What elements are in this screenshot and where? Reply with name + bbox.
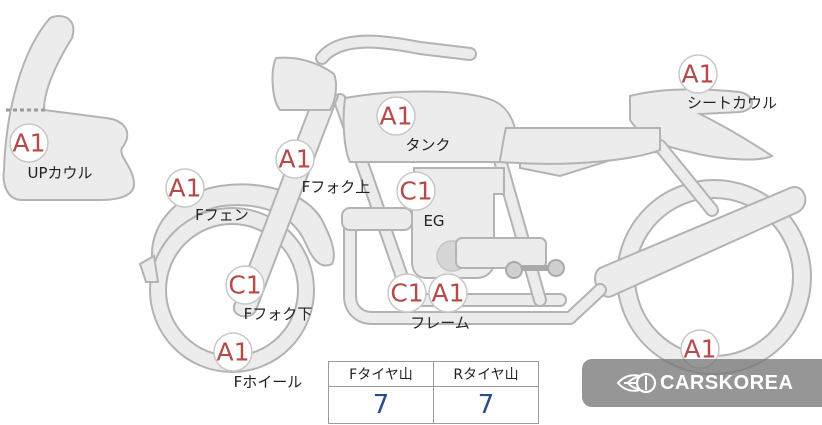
part-tank: A1 タンク	[376, 96, 451, 154]
f-fork-lower-grade: C1	[228, 271, 261, 300]
f-tire-tread-header: Fタイヤ山	[328, 361, 434, 387]
f-fork-upper-label: Fフォク上	[302, 178, 371, 196]
flame-wing-logo-icon	[616, 372, 657, 394]
f-tire-tread-value: 7	[328, 386, 434, 424]
up-cowl-grade: A1	[12, 129, 45, 158]
tire-tread-table: Fタイヤ山 Rタイヤ山 7 7	[328, 361, 539, 424]
tank-grade: A1	[379, 102, 412, 131]
seat-cowl-label: シートカウル	[687, 94, 777, 112]
f-fender-grade: A1	[168, 174, 201, 203]
part-frame: C1 A1 フレーム	[387, 273, 470, 332]
part-f-wheel: A1 Fホイール	[213, 332, 303, 391]
r-tire-tread-value: 7	[433, 386, 539, 424]
engine-label: EG	[423, 212, 444, 230]
r-wheel-grade: A1	[683, 335, 716, 364]
part-engine: C1 EG	[396, 171, 445, 230]
part-r-wheel: A1	[680, 329, 720, 369]
f-fender-label: Fフェン	[195, 206, 249, 224]
headlight-shape	[271, 56, 338, 111]
f-fork-upper-grade: A1	[278, 145, 311, 174]
part-f-fork-upper: A1 Fフォク上	[275, 139, 371, 196]
seat-cowl-grade: A1	[681, 60, 714, 89]
f-fork-lower-label: Fフォク下	[244, 305, 313, 323]
part-up-cowl: A1 UPカウル	[9, 123, 93, 182]
f-wheel-grade: A1	[216, 338, 249, 367]
rear-shock-shape	[594, 186, 807, 298]
tank-label: タンク	[405, 136, 450, 154]
frame-grade-left: C1	[390, 279, 423, 308]
frame-label: フレーム	[410, 314, 470, 332]
front-fork-shape	[232, 84, 340, 318]
frame-grade-right: A1	[431, 279, 464, 308]
watermark-text: CARSKOREA	[660, 371, 794, 394]
part-seat-cowl: A1 シートカウル	[678, 54, 777, 112]
r-tire-tread-header: Rタイヤ山	[433, 361, 539, 387]
engine-grade: C1	[399, 177, 432, 206]
carskorea-watermark: CARSKOREA	[582, 359, 822, 407]
part-f-fender: A1 Fフェン	[165, 168, 249, 224]
f-wheel-label: Fホイール	[234, 373, 303, 391]
up-cowl-label: UPカウル	[27, 164, 92, 182]
part-f-fork-lower: C1 Fフォク下	[225, 265, 313, 323]
